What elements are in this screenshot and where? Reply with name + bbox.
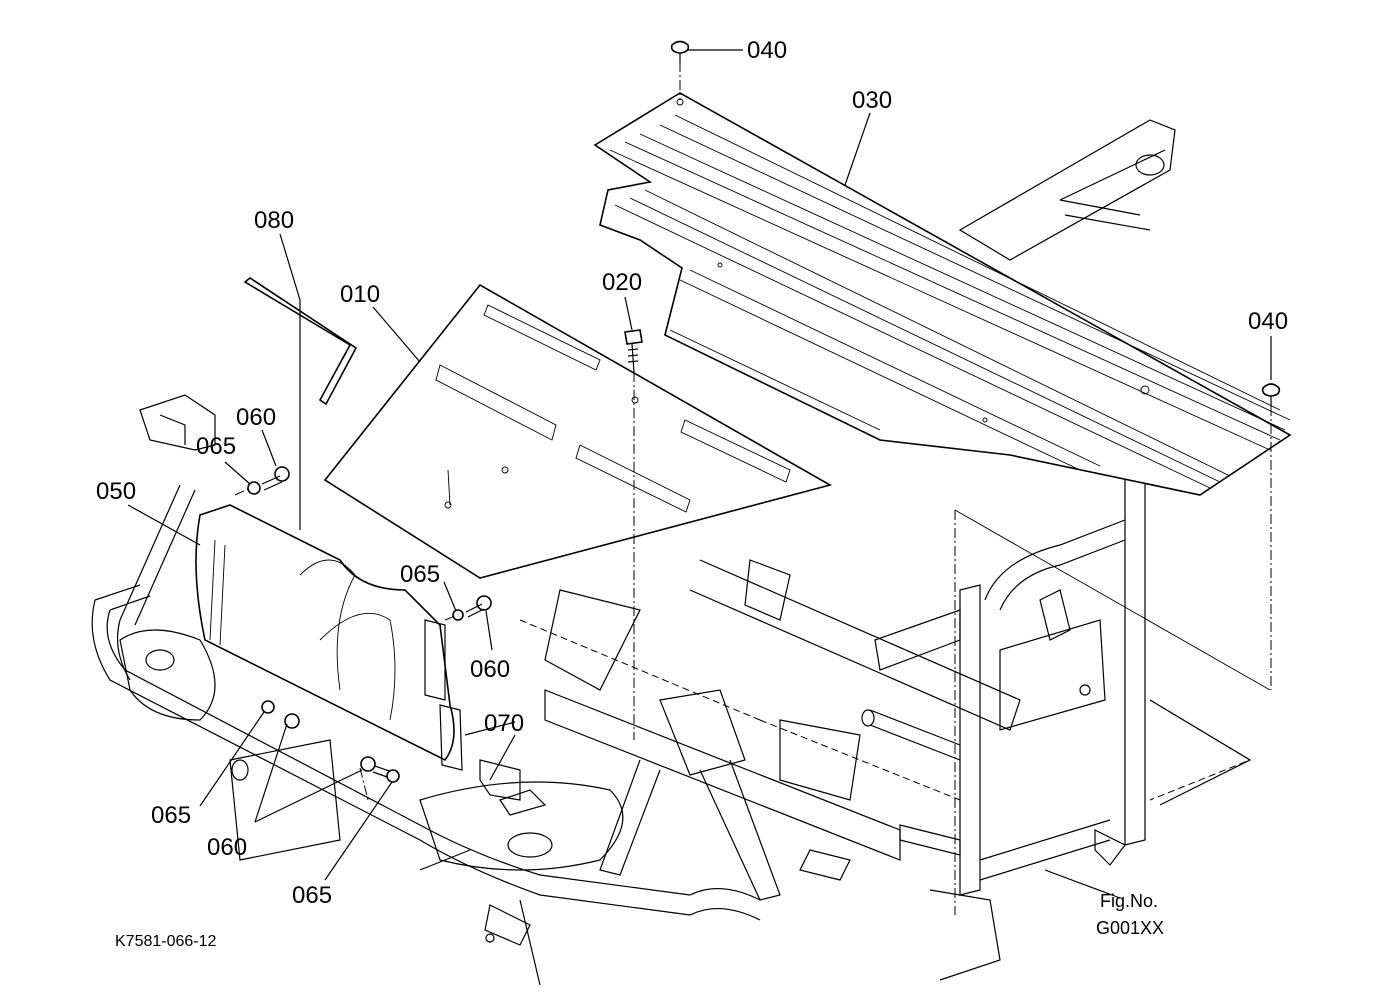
callout-070: 070 [484,710,524,737]
assembly-lines [234,62,1272,915]
callout-065-lower-left: 065 [151,802,191,829]
callout-040-top: 040 [747,37,787,64]
part-070-bracket [479,759,521,801]
callout-060-lower: 060 [207,834,247,861]
callout-040-right: 040 [1248,308,1288,335]
callout-065-lower: 065 [292,882,332,909]
leader-lines [127,49,1272,899]
drawing-code: K7581-066-12 [115,933,217,950]
callout-060-upper: 060 [236,404,276,431]
fig-no-label: Fig.No. [1100,891,1158,911]
callout-050: 050 [96,478,136,505]
hardware [247,40,1281,783]
callout-010: 010 [340,281,380,308]
callout-080: 080 [254,207,294,234]
front-frame [91,484,761,946]
callout-labels: 040 030 040 080 010 020 060 065 050 065 … [96,37,1288,950]
callout-030: 030 [852,87,892,114]
part-080-rod [243,277,358,406]
part-010-floor-mat [323,283,833,579]
callout-060-middle: 060 [470,656,510,683]
callout-065-upper: 065 [196,433,236,460]
callout-065-middle: 065 [400,561,440,588]
fig-no-value: G001XX [1096,918,1164,938]
part-030-deck-panel [593,92,1292,496]
part-050-cover [139,394,463,771]
callout-020: 020 [602,269,642,296]
